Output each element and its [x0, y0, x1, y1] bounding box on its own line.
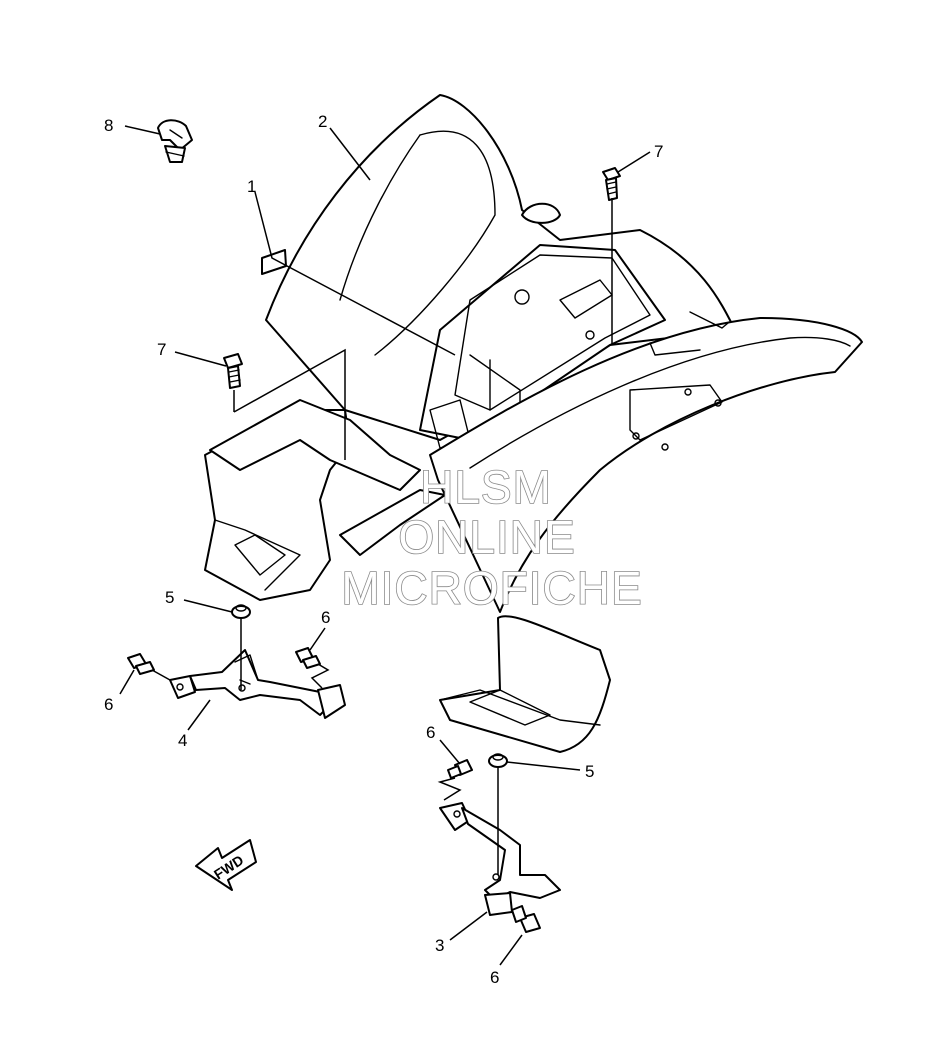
callout-number: 6	[104, 695, 113, 714]
bolt-right-upper	[447, 759, 473, 779]
watermark: HLSM ONLINE MICROFICHE	[341, 460, 643, 615]
bolt-top	[602, 167, 621, 201]
callout-number: 8	[104, 116, 113, 135]
leader-lines	[119, 125, 651, 966]
grommet-right	[488, 753, 508, 768]
bolt-right-lower	[511, 905, 541, 933]
grommet-left	[231, 604, 251, 619]
callout-number: 4	[178, 731, 187, 750]
callout-number: 1	[247, 177, 256, 196]
callout-number: 5	[165, 588, 174, 607]
callout-number: 6	[426, 723, 435, 742]
fender-label	[261, 249, 287, 275]
watermark-line-3: MICROFICHE	[341, 562, 642, 614]
clip-part	[157, 119, 193, 163]
bolt-left-inner	[295, 647, 321, 669]
callout-number: 3	[435, 936, 444, 955]
stay-right	[439, 802, 561, 916]
bolt-left-outer	[127, 653, 155, 675]
callout-number: 7	[157, 340, 166, 359]
callout-number: 6	[490, 968, 499, 987]
fwd-arrow-icon: FWD	[195, 839, 257, 891]
watermark-line-2: ONLINE	[398, 511, 575, 563]
callout-number: 7	[654, 142, 663, 161]
assembly-lines	[151, 198, 613, 875]
callout-number: 2	[318, 112, 327, 131]
bolt-left	[223, 353, 243, 389]
rear-fender	[204, 94, 863, 753]
stay-left	[169, 649, 346, 719]
watermark-line-1: HLSM	[420, 461, 552, 513]
callouts: 8 2 1 7 7 5 6 6 4 6 5 3 6	[104, 112, 663, 987]
callout-number: 6	[321, 608, 330, 627]
callout-number: 5	[585, 762, 594, 781]
